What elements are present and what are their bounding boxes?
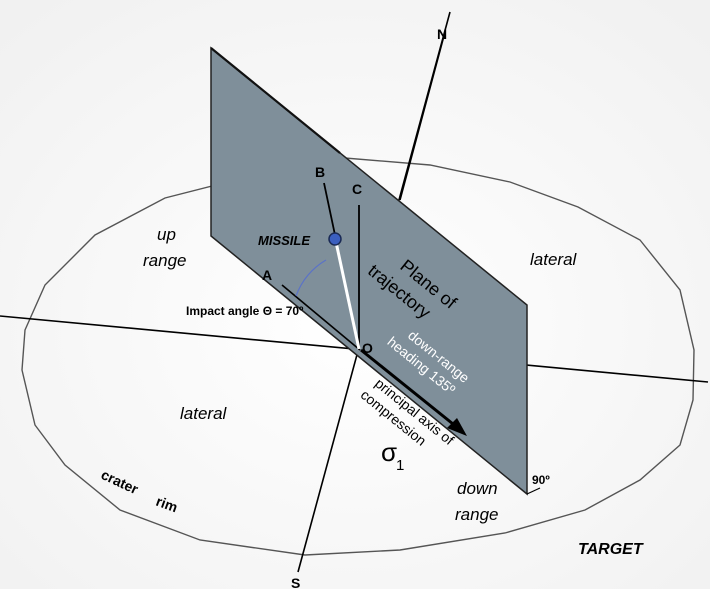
lateral-left-label: lateral (180, 404, 228, 423)
sigma-symbol: σ (381, 437, 397, 467)
line-b (323, 182, 336, 236)
right-angle-mark (526, 487, 541, 495)
down-range-arrow (360, 348, 459, 430)
lateral-right-label: lateral (530, 250, 578, 269)
up-range-label-line1: up (157, 225, 176, 244)
impact-angle-arc (295, 259, 327, 297)
missile-icon (328, 232, 342, 246)
point-o-label: O (362, 340, 373, 356)
missile-trajectory (334, 241, 361, 350)
point-c-label: C (352, 181, 362, 197)
crater-rim-outline (21, 157, 695, 556)
target-label: TARGET (578, 541, 644, 558)
sigma-subscript: 1 (396, 457, 404, 474)
line-a-o (281, 284, 361, 351)
impact-angle-label: Impact angle Θ = 70º (186, 304, 304, 318)
crater-rim-label-line2: rim (154, 493, 180, 515)
down-range-label-line1: down (457, 479, 498, 498)
right-angle-label: 90º (532, 473, 550, 487)
point-b-label: B (315, 164, 325, 180)
up-range-label-line2: range (143, 251, 186, 270)
plane-top-edge (210, 47, 341, 154)
crater-rim-label-group-2: rim (154, 493, 180, 515)
down-range-arrowhead (447, 418, 467, 436)
down-range-label-line2: range (455, 505, 498, 524)
north-label: N (437, 26, 447, 42)
missile-label: MISSILE (258, 233, 310, 248)
point-a-label: A (262, 267, 272, 283)
south-label: S (291, 575, 300, 589)
north-axis-front (399, 31, 446, 201)
